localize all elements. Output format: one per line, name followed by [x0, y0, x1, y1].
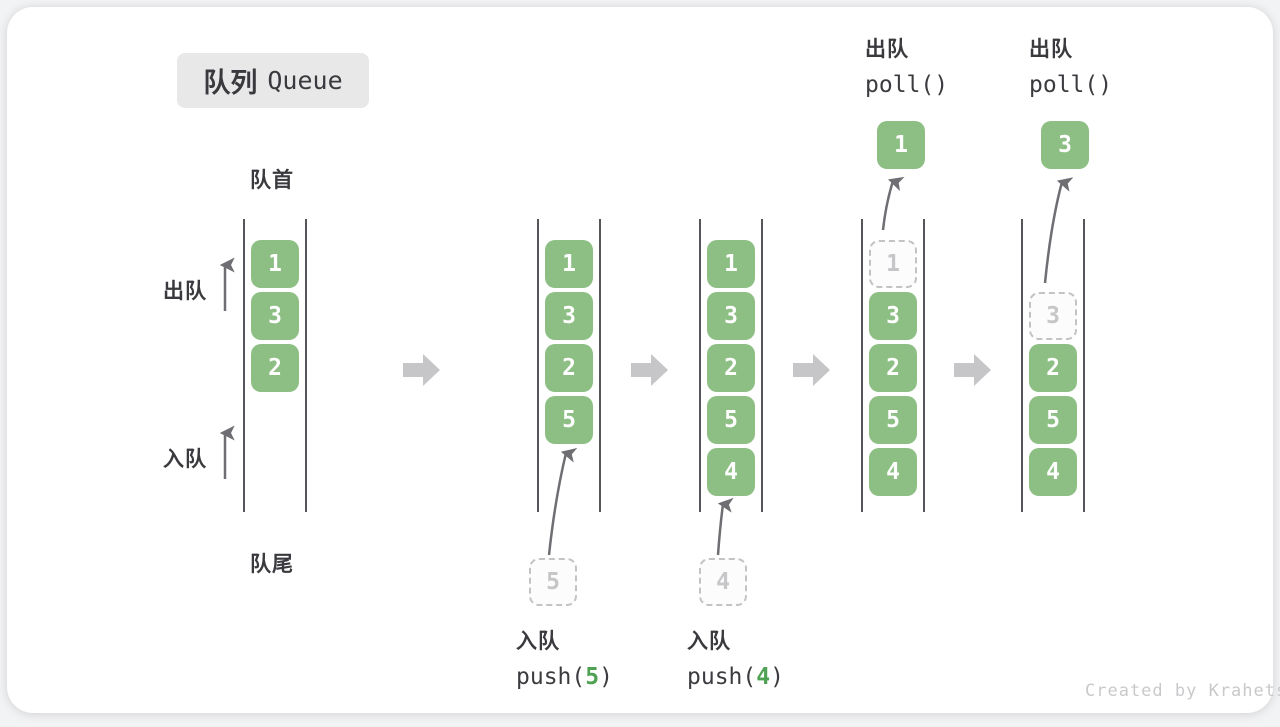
- queue-wall: [1021, 219, 1023, 512]
- watermark: Created by Krahets: [1085, 681, 1280, 701]
- queue-item: 2: [1029, 344, 1077, 392]
- queue-wall: [1083, 219, 1085, 512]
- queue-item: 3: [251, 292, 299, 340]
- enqueue-op-label: 入队 push(4): [687, 625, 784, 695]
- queue-wall: [599, 219, 601, 512]
- popped-item: 3: [1041, 121, 1089, 169]
- queue-item: 3: [545, 292, 593, 340]
- code-arg: 5: [585, 664, 600, 690]
- dequeue-op-label: 出队 poll(): [1029, 33, 1112, 103]
- title-chinese: 队列: [203, 68, 258, 98]
- push4-arrow: [716, 497, 734, 556]
- queue-item: 3: [707, 292, 755, 340]
- queue-item: 5: [869, 396, 917, 444]
- diagram-card: 队列 Queue 队首 队尾 出队 入队 1 3 2 1 3 2 5 5 入队 …: [7, 7, 1280, 713]
- queue-item: 4: [869, 448, 917, 496]
- right-arrow-icon: [793, 354, 830, 386]
- queue-item: 5: [1029, 396, 1077, 444]
- queue-rear-label: 队尾: [250, 553, 294, 576]
- queue-item: 2: [869, 344, 917, 392]
- enqueue-op-label: 入队 push(5): [516, 625, 613, 695]
- right-arrow-icon: [954, 354, 991, 386]
- queue-item: 2: [545, 344, 593, 392]
- queue-front-label: 队首: [250, 169, 294, 192]
- queue-wall: [305, 219, 307, 512]
- queue-item: 1: [545, 240, 593, 288]
- op-code-label: poll(): [865, 72, 949, 98]
- queue-wall: [861, 219, 863, 512]
- op-cjk-label: 入队: [687, 630, 731, 653]
- popped-item: 1: [877, 121, 925, 169]
- dequeue-side-label: 出队: [163, 280, 207, 303]
- dequeue-op-label: 出队 poll(): [865, 33, 948, 103]
- poll3-arrow: [1043, 177, 1074, 284]
- code-post: ): [599, 664, 613, 690]
- queue-wall: [923, 219, 925, 512]
- code-arg: 4: [756, 664, 771, 690]
- op-cjk-label: 出队: [865, 38, 909, 61]
- dequeued-slot: 3: [1029, 292, 1077, 340]
- title-badge: 队列 Queue: [177, 53, 369, 108]
- dequeued-slot: 1: [869, 240, 917, 288]
- right-arrow-icon: [403, 354, 440, 386]
- op-code-label: push(4): [687, 659, 784, 695]
- code-pre: push(: [687, 664, 757, 690]
- op-code-label: push(5): [516, 659, 613, 695]
- right-arrow-icon: [631, 354, 668, 386]
- code-pre: push(: [516, 664, 586, 690]
- poll1-arrow: [881, 176, 905, 231]
- queue-wall: [243, 219, 245, 512]
- queue-item: 1: [707, 240, 755, 288]
- code-post: ): [770, 664, 784, 690]
- queue-item: 1: [251, 240, 299, 288]
- op-cjk-label: 入队: [516, 630, 560, 653]
- queue-item: 3: [869, 292, 917, 340]
- queue-wall: [537, 219, 539, 512]
- queue-item: 4: [707, 448, 755, 496]
- queue-item: 5: [545, 396, 593, 444]
- enqueue-side-label: 入队: [163, 448, 207, 471]
- op-code-label: poll(): [1029, 72, 1113, 98]
- queue-item: 2: [707, 344, 755, 392]
- staged-item: 4: [699, 558, 747, 606]
- push5-arrow: [547, 447, 578, 556]
- staged-item: 5: [529, 558, 577, 606]
- queue-wall: [761, 219, 763, 512]
- queue-wall: [699, 219, 701, 512]
- title-english: Queue: [267, 66, 343, 95]
- queue-item: 5: [707, 396, 755, 444]
- queue-item: 4: [1029, 448, 1077, 496]
- queue-item: 2: [251, 344, 299, 392]
- op-cjk-label: 出队: [1029, 38, 1073, 61]
